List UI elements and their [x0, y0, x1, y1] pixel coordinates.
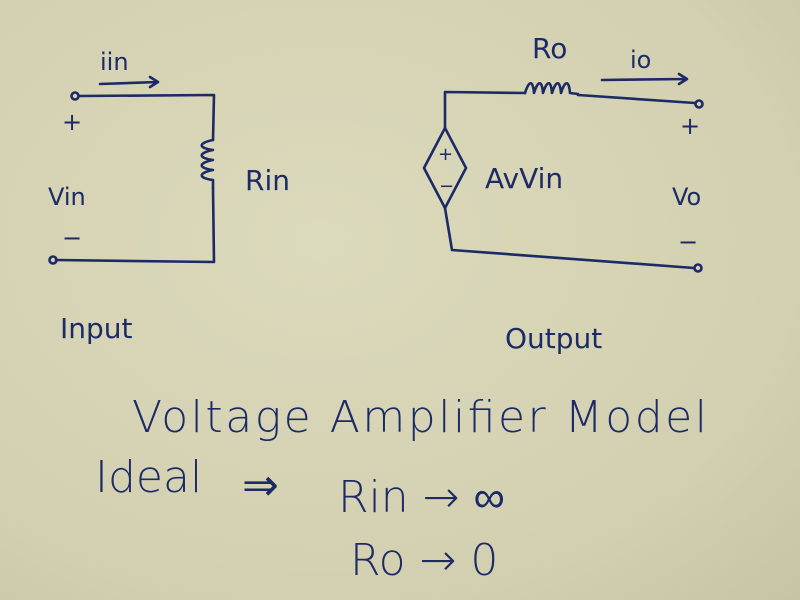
output-wire-bottom [443, 206, 696, 270]
input-resistor [200, 138, 215, 190]
input-wire-bottom [54, 186, 216, 264]
output-resistor [523, 81, 580, 96]
output-plus-sign: + [680, 112, 700, 140]
output-minus-sign: − [678, 228, 698, 256]
input-current-arrow [98, 75, 160, 89]
output-terminal-bottom [693, 263, 703, 273]
output-current-arrow [600, 72, 689, 86]
input-circuit: iin + Vin − Rin Input [48, 48, 290, 345]
ideal-condition-rin: Rin → ∞ [338, 472, 505, 523]
diagram-title: Voltage Amplifier Model [132, 392, 707, 443]
input-plus-sign: + [62, 108, 82, 136]
output-terminal-top [694, 99, 704, 109]
ideal-label: Ideal [95, 452, 202, 503]
input-minus-sign: − [62, 224, 82, 252]
output-label: Output [505, 322, 602, 355]
output-wire-right [576, 93, 697, 105]
implies-arrow: ⇒ [242, 460, 279, 511]
ideal-condition-ro: Ro → 0 [350, 535, 498, 586]
input-wire-top [77, 93, 216, 142]
output-voltage-label: Vo [672, 183, 701, 211]
input-resistance-label: Rin [245, 164, 290, 197]
source-minus-sign: − [439, 176, 454, 197]
input-terminal-bottom [48, 255, 58, 265]
source-gain-label: AvVin [485, 162, 563, 195]
output-wire-top [443, 90, 527, 130]
input-label: Input [60, 312, 133, 345]
output-current-label: io [630, 46, 651, 74]
input-terminal-top [70, 91, 80, 101]
output-circuit: + − Ro io + AvVin Vo − Output [422, 32, 704, 355]
source-plus-sign: + [438, 144, 453, 165]
input-voltage-label: Vin [48, 183, 86, 211]
input-current-label: iin [100, 48, 129, 76]
output-resistance-label: Ro [532, 32, 567, 65]
